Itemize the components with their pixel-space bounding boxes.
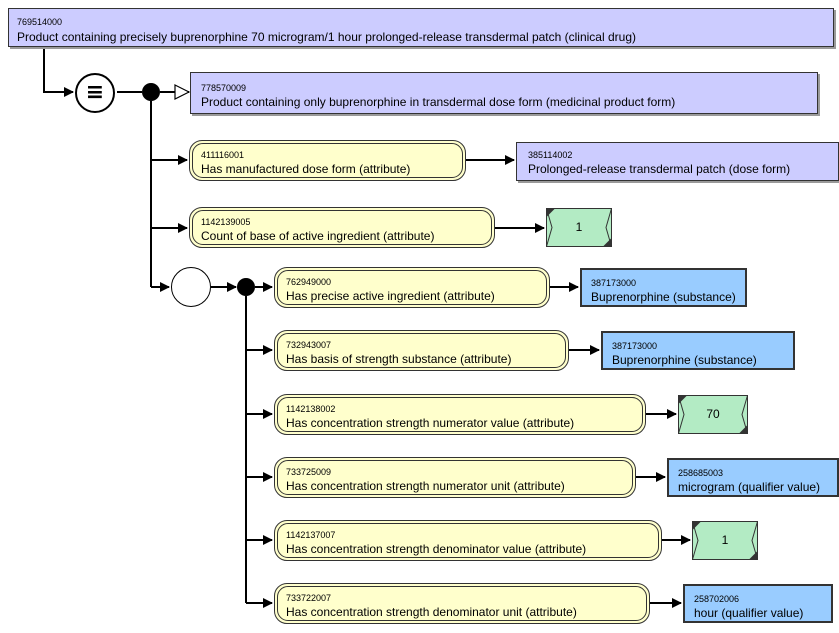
numerator-value: 70 bbox=[706, 407, 720, 421]
focus-concept-label: Product containing precisely buprenorphi… bbox=[17, 30, 636, 44]
target-label: Prolonged-release transdermal patch (dos… bbox=[528, 162, 791, 176]
attribute-label: Has concentration strength denominator v… bbox=[286, 542, 587, 556]
target-label: hour (qualifier value) bbox=[694, 606, 804, 620]
focus-concept-id: 769514000 bbox=[17, 17, 63, 27]
attribute-has-concentration-strength-numerator-unit[interactable]: 733725009 Has concentration strength num… bbox=[274, 457, 636, 498]
attribute-has-basis-of-strength-substance[interactable]: 732943007 Has basis of strength substanc… bbox=[274, 330, 569, 371]
attribute-has-precise-active-ingredient[interactable]: 762949000 Has precise active ingredient … bbox=[274, 267, 550, 308]
parent-concept-box[interactable]: 778570009 Product containing only bupren… bbox=[190, 72, 818, 114]
attribute-has-concentration-strength-denominator-unit[interactable]: 733722007 Has concentration strength den… bbox=[274, 583, 650, 624]
parent-concept-id: 778570009 bbox=[201, 83, 247, 93]
target-label: microgram (qualifier value) bbox=[678, 480, 821, 494]
denominator-value-box[interactable]: 1 bbox=[692, 521, 758, 560]
conjunction-dot bbox=[142, 83, 160, 101]
focus-to-status-connector bbox=[43, 47, 74, 97]
role-group-node bbox=[171, 267, 211, 307]
target-microgram-box[interactable]: 258685003 microgram (qualifier value) bbox=[667, 458, 839, 497]
target-label: Buprenorphine (substance) bbox=[591, 290, 736, 304]
attribute-id: 1142139005 bbox=[201, 217, 251, 227]
attribute-label: Has concentration strength numerator uni… bbox=[286, 479, 565, 493]
target-hour-box[interactable]: 258702006 hour (qualifier value) bbox=[683, 584, 833, 623]
attribute-id: 733725009 bbox=[286, 467, 332, 477]
attribute-id: 1142138002 bbox=[286, 404, 336, 414]
attribute-label: Count of base of active ingredient (attr… bbox=[201, 229, 435, 243]
attribute-label: Has concentration strength numerator val… bbox=[286, 416, 575, 430]
value-box-shape bbox=[546, 208, 612, 247]
value-box-shape bbox=[692, 521, 758, 560]
attribute-id: 732943007 bbox=[286, 340, 332, 350]
attribute-count-of-base-of-active-ingredient[interactable]: 1142139005 Count of base of active ingre… bbox=[189, 207, 495, 248]
target-dose-form-box[interactable]: 385114002 Prolonged-release transdermal … bbox=[516, 142, 839, 181]
attribute-label: Has concentration strength denominator u… bbox=[286, 605, 577, 619]
target-id: 258685003 bbox=[678, 468, 724, 478]
target-buprenorphine-box[interactable]: 387173000 Buprenorphine (substance) bbox=[601, 331, 795, 370]
numerator-value-box[interactable]: 70 bbox=[678, 395, 748, 434]
parent-concept-label: Product containing only buprenorphine in… bbox=[201, 95, 676, 109]
attribute-id: 1142137007 bbox=[286, 530, 336, 540]
target-label: Buprenorphine (substance) bbox=[612, 353, 757, 367]
attribute-has-manufactured-dose-form[interactable]: 411116001 Has manufactured dose form (at… bbox=[189, 140, 466, 181]
attribute-id: 411116001 bbox=[201, 150, 245, 160]
group-conjunction-dot bbox=[237, 278, 255, 296]
definition-status-icon: ≡ bbox=[75, 73, 115, 113]
target-id: 258702006 bbox=[694, 594, 740, 604]
target-buprenorphine-box[interactable]: 387173000 Buprenorphine (substance) bbox=[580, 268, 747, 307]
target-id: 387173000 bbox=[612, 341, 658, 351]
attribute-has-concentration-strength-numerator-value[interactable]: 1142138002 Has concentration strength nu… bbox=[274, 394, 646, 435]
attribute-id: 733722007 bbox=[286, 593, 332, 603]
target-id: 387173000 bbox=[591, 278, 637, 288]
attribute-label: Has manufactured dose form (attribute) bbox=[201, 162, 411, 176]
attribute-label: Has basis of strength substance (attribu… bbox=[286, 352, 512, 366]
attribute-has-concentration-strength-denominator-value[interactable]: 1142137007 Has concentration strength de… bbox=[274, 520, 662, 561]
equivalence-symbol: ≡ bbox=[85, 80, 105, 105]
count-value: 1 bbox=[575, 220, 583, 234]
value-box-shape bbox=[678, 395, 748, 434]
target-id: 385114002 bbox=[528, 150, 573, 160]
attribute-id: 762949000 bbox=[286, 277, 332, 287]
focus-concept-box[interactable]: 769514000 Product containing precisely b… bbox=[8, 8, 834, 47]
attribute-label: Has precise active ingredient (attribute… bbox=[286, 289, 495, 303]
count-value-box[interactable]: 1 bbox=[546, 208, 612, 247]
denominator-value: 1 bbox=[721, 533, 729, 547]
